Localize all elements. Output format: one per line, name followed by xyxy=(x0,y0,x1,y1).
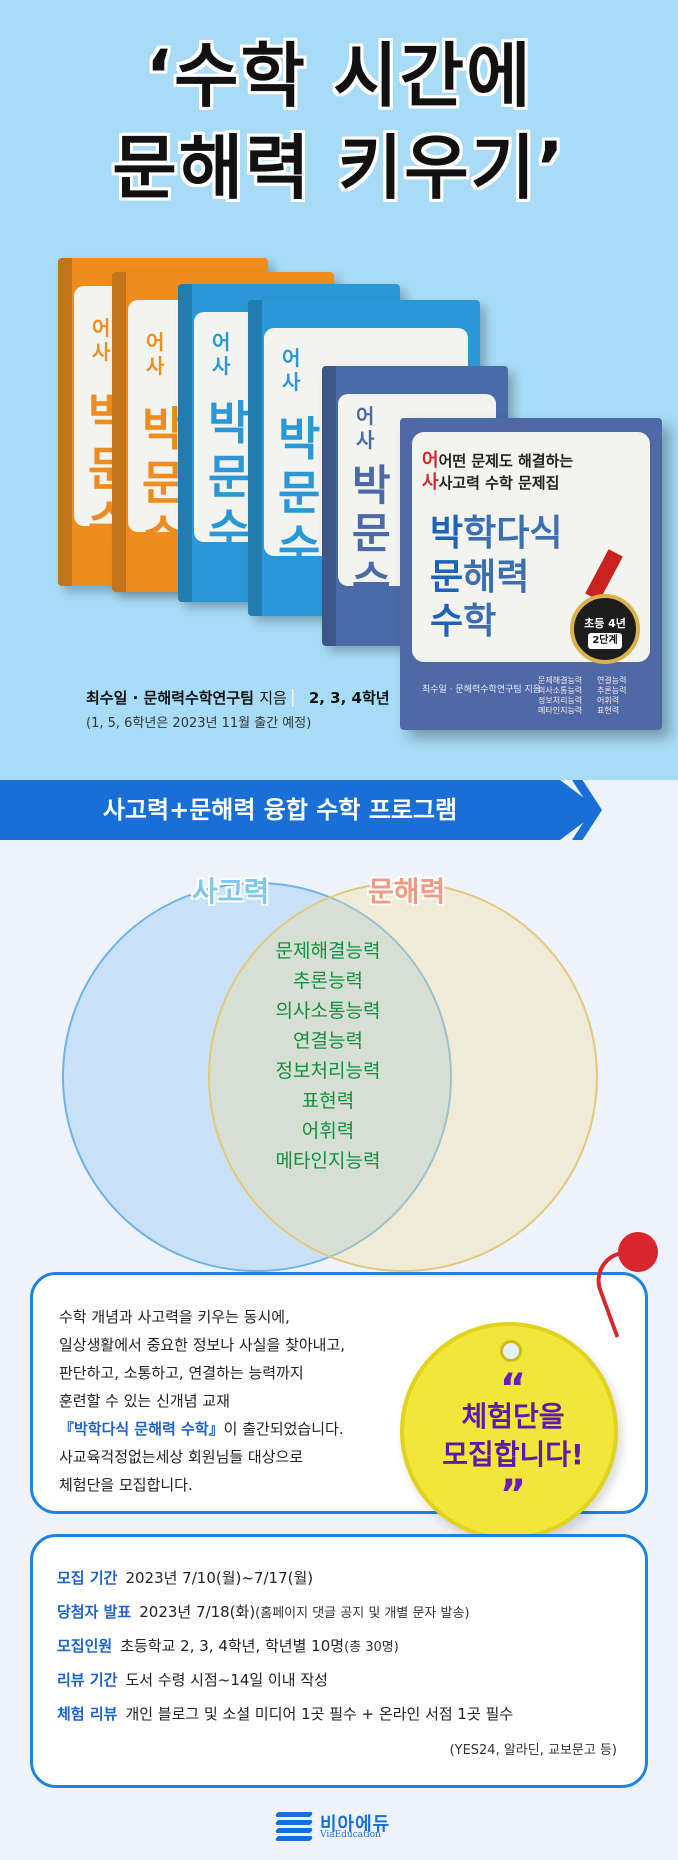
venn-skill-list: 문제해결능력 추론능력 의사소통능력 연결능력 정보처리능력 표현력 어휘력 메… xyxy=(228,936,428,1176)
venn-skill: 추론능력 xyxy=(293,970,363,992)
author-names: 최수일 · 문해력수학연구팀 xyxy=(86,689,254,707)
tag-knot xyxy=(618,1232,658,1272)
hero-title-line1: ‘수학 시간에 xyxy=(145,35,533,117)
detail-row-review-period: 리뷰 기간 도서 수령 시점~14일 이내 작성 xyxy=(57,1669,328,1690)
book-skill: 메타인지능력 xyxy=(538,706,583,715)
book-skill: 의사소통능력 xyxy=(538,686,583,695)
intro-line: 판단하고, 소통하고, 연결하는 능력까지 xyxy=(59,1364,304,1382)
logo-name: 비아에듀 xyxy=(320,1814,391,1835)
book-subtitle-text: 어떤 문제도 해결하는 xyxy=(438,452,574,470)
book-skill: 정보처리능력 xyxy=(538,696,583,705)
book-name: 『박학다식 문해력 수학』 xyxy=(59,1420,224,1438)
book-skill-list: 문제해결능력 의사소통능력 정보처리능력 메타인지능력 연결능력 추론능력 어휘… xyxy=(538,676,648,716)
detail-label: 당첨자 발표 xyxy=(57,1603,132,1621)
book-skill: 어휘력 xyxy=(597,696,620,705)
tag-line1: 체험단을 xyxy=(461,1400,565,1433)
venn-skill: 연결능력 xyxy=(293,1030,363,1052)
detail-value: 2023년 7/18(화) xyxy=(139,1603,256,1621)
intro-line: 수학 개념과 사고력을 키우는 동시에, xyxy=(59,1308,290,1326)
detail-label: 리뷰 기간 xyxy=(57,1671,118,1689)
detail-label: 모집인원 xyxy=(57,1637,113,1655)
venn-skill: 정보처리능력 xyxy=(275,1060,381,1082)
recruit-tag: “ 체험단을 모집합니다! ” xyxy=(400,1322,618,1540)
venn-diagram: 사고력 문해력 문제해결능력 추론능력 의사소통능력 연결능력 정보처리능력 표… xyxy=(0,840,678,1272)
book-skill: 문제해결능력 xyxy=(538,676,583,685)
venn-left-label: 사고력 xyxy=(192,875,270,908)
intro-line-suffix: 이 출간되었습니다. xyxy=(223,1420,344,1438)
detail-row-people: 모집인원 초등학교 2, 3, 4학년, 학년별 10명(총 30명) xyxy=(57,1635,399,1656)
book-subtitle-line2: 사사고력 수학 문제집 xyxy=(422,472,560,493)
book-title-line2: 문해력 xyxy=(430,557,530,598)
hero-title-line2: 문해력 키우기’ xyxy=(112,127,566,209)
detail-label: 체험 리뷰 xyxy=(57,1705,118,1723)
detail-value: 도서 수령 시점~14일 이내 작성 xyxy=(125,1671,328,1689)
venn-skill: 문제해결능력 xyxy=(275,940,381,962)
intro-line: 사교육걱정없는세상 회원님들 대상으로 xyxy=(59,1448,304,1466)
level-badge: 2단계 xyxy=(588,633,622,649)
book-subtitle-line1: 어어떤 문제도 해결하는 xyxy=(422,450,574,471)
grade-medal: 초등 4년 2단계 xyxy=(570,594,640,664)
book-title-line1: 박학다식 xyxy=(430,513,563,554)
intro-line: 훈련할 수 있는 신개념 교재 xyxy=(59,1392,230,1410)
close-quote: ” xyxy=(499,1472,527,1518)
tag-hole xyxy=(500,1340,522,1362)
book-skill: 표현력 xyxy=(597,706,620,715)
intro-line: 체험단을 모집합니다. xyxy=(59,1476,193,1494)
detail-row-review: 체험 리뷰 개인 블로그 및 소셜 미디어 1곳 필수 + 온라인 서점 1곳 필… xyxy=(57,1703,513,1724)
venn-skill: 의사소통능력 xyxy=(275,1000,381,1022)
venn-skill: 메타인지능력 xyxy=(275,1150,381,1172)
venn-right-label: 문해력 xyxy=(368,875,446,908)
hero-title: ‘수학 시간에 문해력 키우기’ xyxy=(0,30,678,214)
detail-note: (홈페이지 댓글 공지 및 개별 문자 발송) xyxy=(255,1606,470,1621)
detail-value: 초등학교 2, 3, 4학년, 학년별 10명 xyxy=(120,1637,345,1655)
book-skill: 연결능력 xyxy=(597,676,627,685)
detail-label: 모집 기간 xyxy=(57,1569,118,1587)
intro-line: 일상생활에서 중요한 정보나 사실을 찾아내고, xyxy=(59,1336,346,1354)
intro-line: 『박학다식 문해력 수학』이 출간되었습니다. xyxy=(59,1415,459,1443)
detail-value: 개인 블로그 및 소셜 미디어 1곳 필수 + 온라인 서점 1곳 필수 xyxy=(125,1705,514,1723)
program-banner xyxy=(0,780,600,840)
publisher-logo[interactable]: 비아에듀 ViaEducation xyxy=(274,1808,426,1844)
book-skill: 추론능력 xyxy=(597,686,627,695)
tag-text: 체험단을 모집합니다! xyxy=(404,1398,622,1474)
book-title-line3: 수학 xyxy=(430,601,497,642)
open-quote: “ xyxy=(499,1366,527,1412)
venn-skill: 표현력 xyxy=(301,1090,355,1112)
detail-note: (총 30명) xyxy=(344,1640,399,1655)
program-banner-label: 사고력+문해력 융합 수학 프로그램 xyxy=(102,796,458,824)
author-line: 최수일 · 문해력수학연구팀 지음 ▏ 2, 3, 4학년 xyxy=(86,689,390,707)
venn-skill: 어휘력 xyxy=(301,1120,355,1142)
grade-badge: 초등 4년 xyxy=(584,617,626,630)
detail-row-period: 모집 기간 2023년 7/10(월)~7/17(월) xyxy=(57,1567,313,1588)
book-subtitle-text: 사고력 수학 문제집 xyxy=(438,474,560,492)
logo-sub: ViaEducation xyxy=(320,1830,381,1840)
detail-row-announce: 당첨자 발표 2023년 7/18(화)(홈페이지 댓글 공지 및 개별 문자 발… xyxy=(57,1601,470,1622)
intro-text: 수학 개념과 사고력을 키우는 동시에, 일상생활에서 중요한 정보나 사실을 … xyxy=(59,1303,459,1499)
book-cover-front: 어어떤 문제도 해결하는 사사고력 수학 문제집 박학다식 문해력 수학 초등 … xyxy=(400,418,662,730)
details-box: 모집 기간 2023년 7/10(월)~7/17(월) 당첨자 발표 2023년 7… xyxy=(30,1534,648,1788)
detail-review-note: (YES24, 알라딘, 교보문고 등) xyxy=(449,1743,617,1758)
grades-note: (1, 5, 6학년은 2023년 11월 출간 예정) xyxy=(86,716,312,731)
tag-line2: 모집합니다! xyxy=(442,1438,584,1471)
venn-circle-right xyxy=(208,882,598,1272)
logo-stripes-icon xyxy=(274,1812,314,1842)
author-suffix: 지음 xyxy=(259,689,287,707)
detail-value: 2023년 7/10(월)~7/17(월) xyxy=(125,1569,314,1587)
grades: 2, 3, 4학년 xyxy=(308,689,390,707)
book-author: 최수일 · 문해력수학연구팀 지음 xyxy=(422,685,542,695)
